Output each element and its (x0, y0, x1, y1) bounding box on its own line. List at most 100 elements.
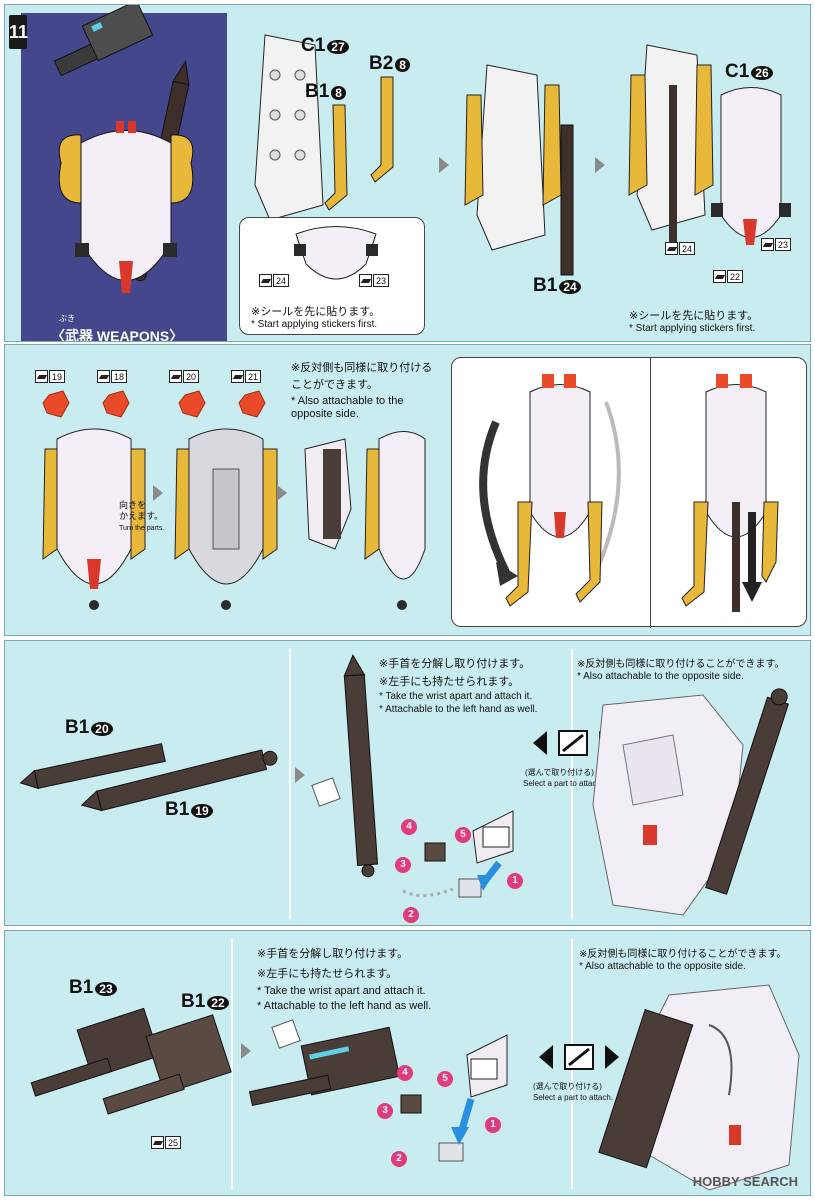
select-part-jp-4: (選んで取り付ける) (533, 1082, 602, 1091)
step-circle-3-4: 3 (377, 1103, 393, 1119)
turn-parts-jp: 向きを かえます。 (119, 501, 164, 522)
weapons-ruby: ぶき (59, 314, 75, 323)
robot-holding-rifle (598, 984, 800, 1191)
frame-part-illustration (254, 34, 324, 221)
weapons-header-box: ぶき 〈武器 WEAPONS〉 (21, 5, 227, 342)
note-wrist-apart-jp-4: ※手首を分解し取り付けます。 (257, 947, 409, 960)
flow-arrow (595, 157, 605, 173)
note-opposite-side-jp-4: ※反対側も同様に取り付けることができます。 (579, 949, 787, 960)
rotation-callout (451, 357, 807, 628)
sticker-25: 25 (151, 1135, 182, 1150)
note-opposite-side-en: * Also attachable to the opposite side. (291, 395, 404, 420)
panel-divider (571, 649, 573, 919)
step-circle-1-4: 1 (485, 1117, 501, 1133)
step-circle-3: 3 (395, 857, 411, 873)
rifle-illustration (53, 5, 194, 293)
sticker-22: 22 (713, 269, 744, 284)
select-part-jp: (選んで取り付ける) (525, 768, 594, 777)
robot-holding-blade (592, 688, 790, 916)
note-wrist-apart-en: * Take the wrist apart and attach it. (379, 691, 533, 702)
sticker-23-a: 23 (359, 273, 390, 288)
flow-arrow (241, 1043, 251, 1059)
sticker-18: 18 (97, 369, 128, 384)
assembled-blade (343, 654, 379, 878)
note-stickers-first-en-left: * Start applying stickers first. (251, 319, 378, 330)
callout-divider (650, 358, 651, 628)
step-circle-4-4: 4 (397, 1065, 413, 1081)
step-circle-4: 4 (401, 819, 417, 835)
sticker-20: 20 (169, 369, 200, 384)
panel-step-2: 19 18 向きを かえます。 Turn the parts. 20 21 (4, 344, 811, 636)
note-left-hand-en: * Attachable to the left hand as well. (379, 704, 538, 715)
step-number-badge: 11 (9, 15, 28, 49)
rifle-half-b1-23 (30, 1007, 160, 1097)
shield-back (174, 428, 278, 610)
shield-tip-detail (294, 226, 378, 280)
note-left-hand-jp: ※左手にも持たせられます。 (379, 675, 520, 688)
sticker-21: 21 (231, 369, 262, 384)
blade-half-b1-20 (19, 743, 166, 790)
note-stickers-first-en-right: * Start applying stickers first. (629, 323, 756, 334)
panel-divider (289, 649, 291, 919)
shield-front-a (42, 428, 146, 610)
wrist-assembly-4 (271, 1019, 508, 1162)
select-part-en-4: Select a part to attach. (533, 1093, 614, 1102)
select-part-icon-4 (539, 1044, 619, 1070)
note-opposite-side-jp: ※反対側も同様に取り付ける ことができます。 (291, 361, 433, 391)
step-circle-2: 2 (403, 907, 419, 923)
red-sticker-pieces-a (42, 390, 130, 418)
rifle-half-b1-22 (102, 1014, 232, 1115)
forearm-with-shield (304, 431, 426, 610)
note-left-hand-en-4: * Attachable to the left hand as well. (257, 1000, 432, 1012)
frame-with-arms (464, 64, 562, 251)
note-opposite-side-en-4: * Also attachable to the opposite side. (579, 961, 746, 972)
red-sticker-pieces-b (178, 390, 266, 418)
note-opposite-side-en-3: * Also attachable to the opposite side. (577, 671, 744, 682)
note-stickers-first-jp-right: ※シールを先に貼ります。 (629, 309, 759, 322)
sticker-23-b: 23 (761, 237, 792, 252)
select-part-en: Select a part to attach. (523, 779, 604, 788)
assembled-rifle (248, 1026, 401, 1107)
step-circle-5: 5 (455, 827, 471, 843)
flow-arrow (153, 485, 163, 501)
note-wrist-apart-jp: ※手首を分解し取り付けます。 (379, 657, 531, 670)
flow-arrow (439, 157, 449, 173)
shield-cover-c1-26 (711, 87, 791, 245)
step-circle-5-4: 5 (437, 1071, 453, 1087)
flow-arrow (295, 767, 305, 783)
blade-half-b1-19 (80, 749, 278, 812)
note-left-hand-jp-4: ※左手にも持たせられます。 (257, 967, 398, 980)
sticker-24-b: 24 (665, 241, 696, 256)
yellow-arm-b2-8 (370, 76, 394, 183)
step-circle-2-4: 2 (391, 1151, 407, 1167)
sticker-19: 19 (35, 369, 66, 384)
note-stickers-first-jp-left: ※シールを先に貼ります。 (251, 305, 381, 318)
hobby-search-logo: HOBBY SEARCH (692, 1174, 798, 1189)
flow-arrow (277, 485, 287, 501)
rod-extended-illustration (681, 374, 779, 612)
dark-rod-b1-24 (560, 124, 574, 276)
panel-divider (231, 939, 233, 1189)
step-circle-1: 1 (507, 873, 523, 889)
wrist-assembly (311, 777, 514, 898)
sticker-24-a: 24 (259, 273, 290, 288)
note-opposite-side-jp-3: ※反対側も同様に取り付けることができます。 (577, 659, 785, 670)
note-wrist-apart-en-4: * Take the wrist apart and attach it. (257, 985, 426, 997)
frame-assembled (628, 44, 714, 245)
weapons-title: 〈武器 WEAPONS〉 (51, 328, 184, 342)
rotation-illustration (479, 374, 621, 607)
turn-parts-en: Turn the parts. (119, 525, 165, 532)
